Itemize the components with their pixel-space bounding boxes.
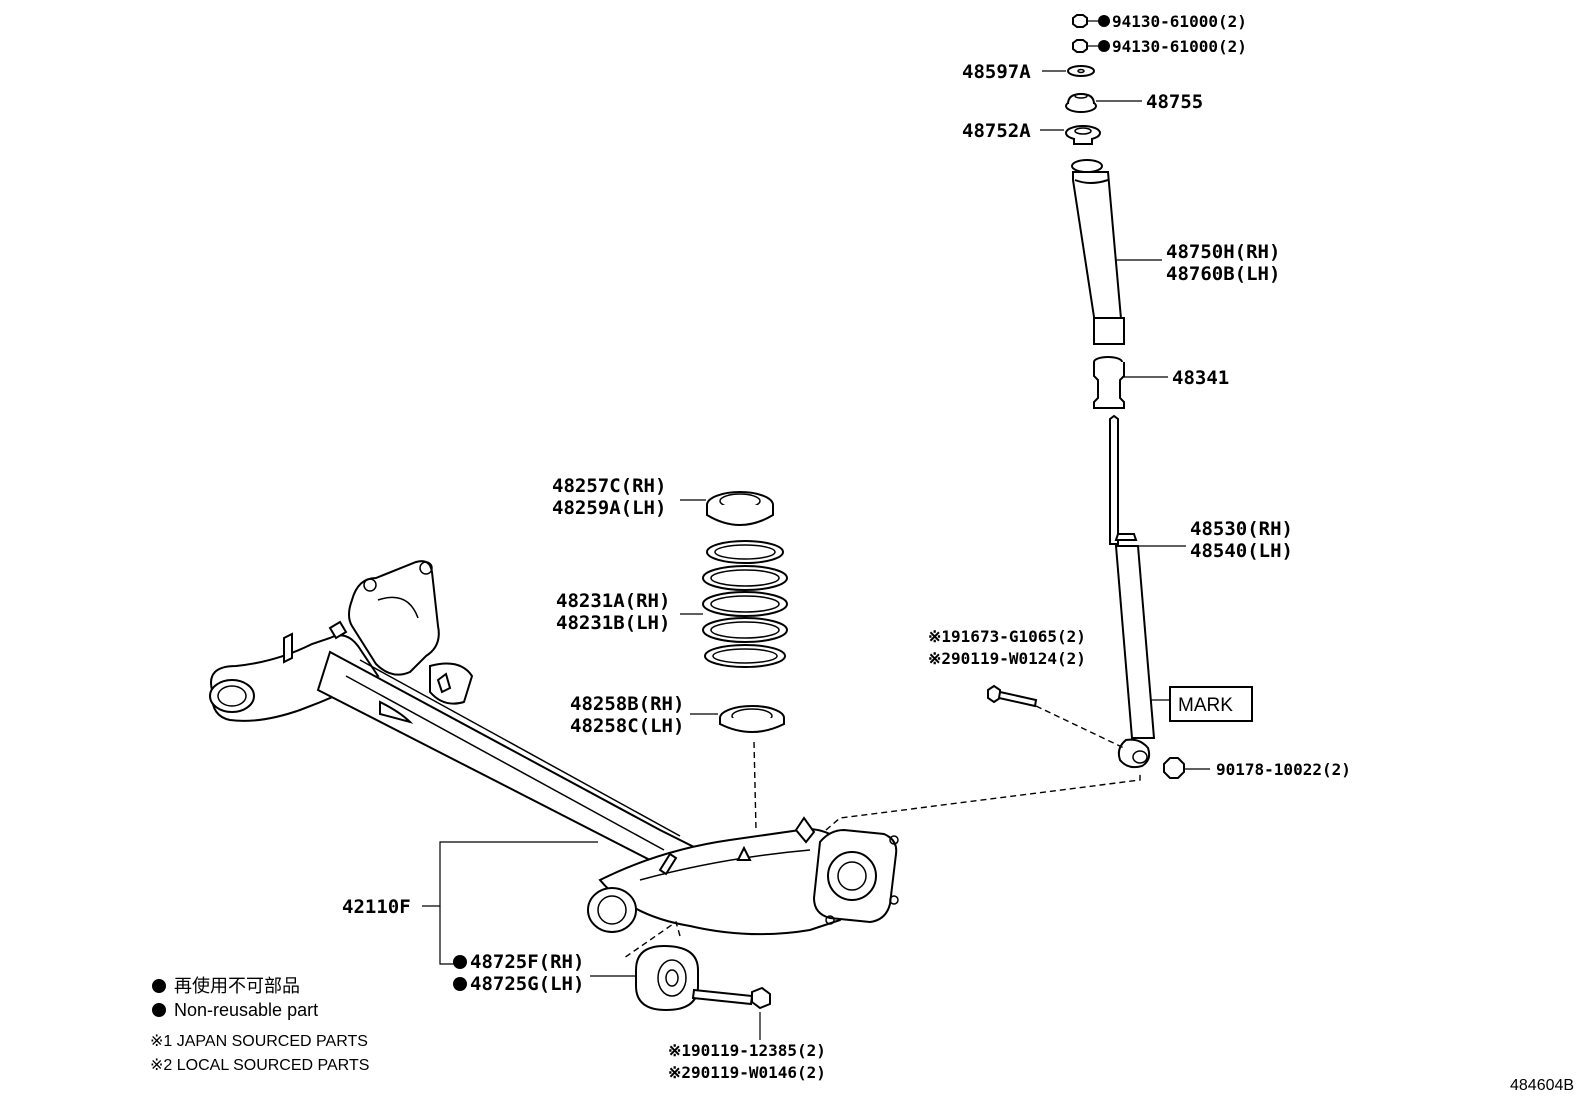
label-boot-lh: 48760B(LH) <box>1166 263 1280 285</box>
label-nut-absorber: 90178-10022(2) <box>1216 760 1351 779</box>
label-bolt-a2: ※290119-W0124(2) <box>928 649 1086 668</box>
non-reusable-dot-icon <box>453 977 467 991</box>
upper-nut-2 <box>1072 39 1110 53</box>
label-nut-upper: 94130-61000(2) <box>1112 12 1247 31</box>
label-absorber-lh: 48540(LH) <box>1190 540 1293 562</box>
label-lower-seat-lh: 48258C(LH) <box>570 715 684 737</box>
legend-note-1: ※1 JAPAN SOURCED PARTS <box>150 1033 368 1050</box>
legend-nonreusable-en: Non-reusable part <box>174 1000 318 1020</box>
label-nut-lower: 94130-61000(2) <box>1112 37 1247 56</box>
label-support: 48752A <box>962 120 1031 142</box>
legend-dot-icon <box>152 979 166 993</box>
label-bolt-b2: ※290119-W0146(2) <box>668 1063 826 1082</box>
bushing-bolt-part <box>691 986 771 1040</box>
upper-spring-seat-part <box>680 491 774 526</box>
absorber-nut-part <box>1163 757 1210 779</box>
lower-spring-seat-part <box>690 705 785 831</box>
label-bumper: 48341 <box>1172 367 1229 389</box>
non-reusable-dot-icon <box>1098 15 1110 27</box>
label-mark: MARK <box>1178 695 1233 716</box>
bump-stopper-part <box>1093 356 1168 409</box>
label-washer: 48597A <box>962 61 1031 83</box>
non-reusable-dot-icon <box>1098 40 1110 52</box>
label-bolt-b1: ※190119-12385(2) <box>668 1041 826 1060</box>
label-lower-seat-rh: 48258B(RH) <box>570 693 684 715</box>
label-upper-seat-rh: 48257C(RH) <box>552 475 666 497</box>
label-spring-rh: 48231A(RH) <box>556 590 670 612</box>
label-spring-lh: 48231B(LH) <box>556 612 670 634</box>
legend-dot-icon <box>152 1003 166 1017</box>
label-bushing-rh: 48725F(RH) <box>470 951 584 973</box>
label-cushion: 48755 <box>1146 91 1203 113</box>
support-part <box>1040 125 1101 145</box>
shock-absorber-part <box>1109 414 1186 769</box>
mark-indicator <box>1150 686 1253 722</box>
legend-note-2: ※2 LOCAL SOURCED PARTS <box>150 1057 369 1074</box>
label-absorber-rh: 48530(RH) <box>1190 518 1293 540</box>
label-bushing-lh: 48725G(LH) <box>470 973 584 995</box>
rear-axle-beam-part <box>209 560 1141 936</box>
dust-boot-part <box>1071 159 1162 345</box>
bushing-part <box>590 920 699 1012</box>
coil-spring-part <box>680 540 788 668</box>
non-reusable-dot-icon <box>453 955 467 969</box>
legend-nonreusable-jp: 再使用不可部品 <box>174 976 300 996</box>
label-boot-rh: 48750H(RH) <box>1166 241 1280 263</box>
drawing-number: 484604B <box>1510 1077 1574 1094</box>
label-upper-seat-lh: 48259A(LH) <box>552 497 666 519</box>
label-axle-beam: 42110F <box>342 896 411 918</box>
washer-part <box>1042 65 1095 77</box>
absorber-bolt-part <box>987 684 1125 749</box>
upper-nut-1 <box>1072 14 1110 28</box>
label-bolt-a1: ※191673-G1065(2) <box>928 627 1086 646</box>
cushion-part <box>1065 92 1142 113</box>
